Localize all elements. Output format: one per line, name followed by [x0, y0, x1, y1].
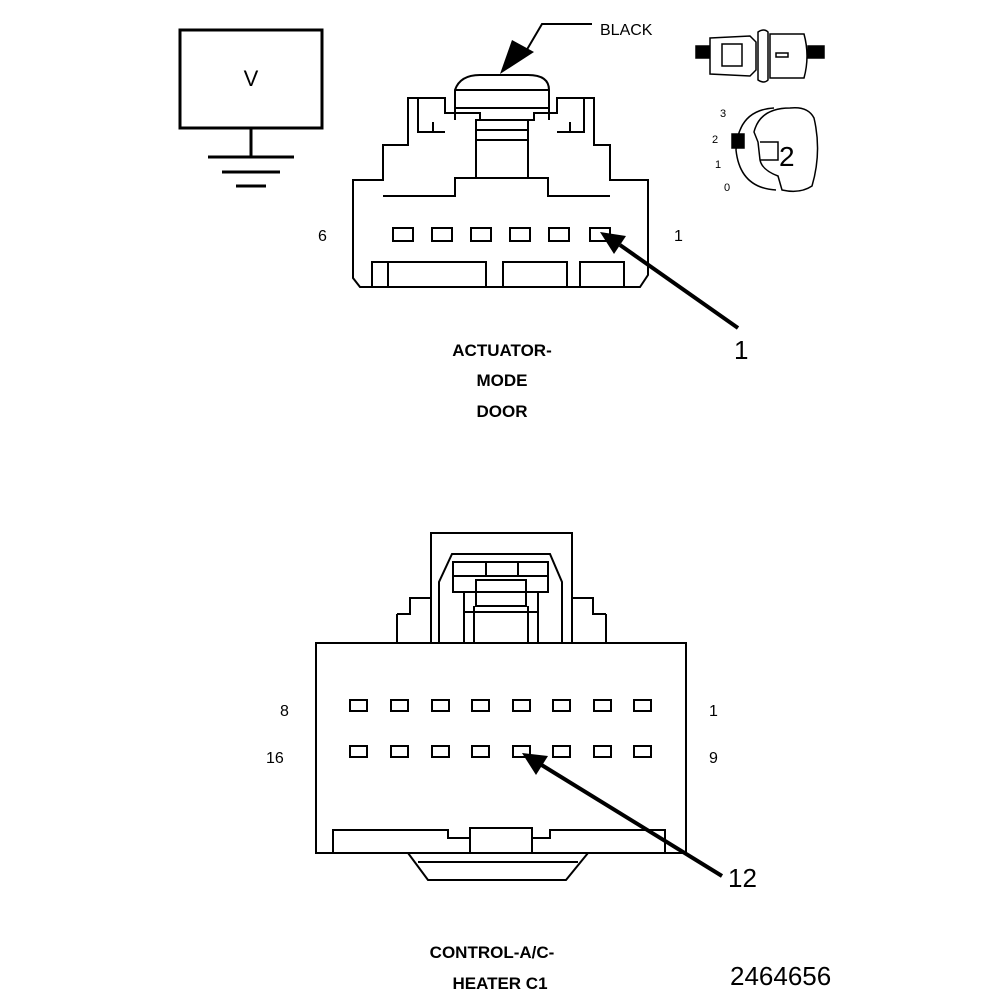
- switch-position-0: 0: [724, 182, 730, 194]
- color-leader-line: [521, 23, 592, 59]
- bottom-cavity-4: [512, 699, 531, 712]
- bottom-cavity-1: [633, 699, 652, 712]
- rotary-switch-icon: [731, 106, 819, 193]
- voltmeter-symbol: [178, 28, 324, 188]
- latch-dome: [454, 74, 550, 120]
- terminal-right-tip: [807, 45, 825, 59]
- top-pin-left-number: 6: [318, 228, 327, 245]
- bottom-cavity-5: [471, 699, 490, 712]
- switch-knob: [753, 106, 819, 193]
- top-bottom-key-left: [371, 261, 388, 287]
- switch-position-3: 3: [720, 108, 726, 120]
- top-bottom-slot-1: [387, 261, 487, 288]
- latch-tab: [475, 579, 527, 607]
- terminal-left-window: [721, 43, 743, 67]
- terminal-seal: [757, 29, 769, 83]
- bottom-row1-right-number: 1: [709, 703, 718, 720]
- top-right-ear: [557, 98, 585, 133]
- bottom-key-center: [469, 827, 533, 854]
- top-cavity-6: [392, 227, 414, 242]
- bottom-callout-number: 12: [728, 863, 757, 893]
- latch-grip: [452, 561, 549, 593]
- bottom-row1-left-number: 8: [280, 703, 289, 720]
- bottom-connector-name-line-1: CONTROL-A/C-: [430, 943, 555, 962]
- bottom-skirt: [407, 852, 589, 881]
- top-connector-name-line-3: DOOR: [477, 402, 528, 421]
- top-pin-right-number: 1: [674, 228, 683, 245]
- latch-stem: [475, 119, 529, 179]
- color-leader-arrowhead: [500, 40, 534, 74]
- bottom-callout-arrowhead: [522, 753, 548, 775]
- terminal-right-slot: [775, 52, 789, 58]
- switch-knob-slot: [760, 141, 779, 161]
- bottom-cavity-3: [552, 699, 571, 712]
- bottom-cavity-7: [390, 699, 409, 712]
- switch-position-2: 2: [712, 134, 718, 146]
- bottom-cavity-6: [431, 699, 450, 712]
- top-bottom-slot-3: [579, 261, 625, 288]
- bottom-callout-arrow: [522, 753, 724, 878]
- bottom-cavity-16: [349, 745, 368, 758]
- switch-position-1: 1: [715, 159, 721, 171]
- tower-left-ear: [397, 597, 431, 615]
- bottom-connector-name-line-2: HEATER C1: [452, 974, 547, 993]
- bottom-key-left: [332, 829, 470, 853]
- top-connector-name-line-1: ACTUATOR-: [452, 341, 551, 360]
- bottom-row2-left-number: 16: [266, 750, 284, 767]
- bottom-cavity-8: [349, 699, 368, 712]
- top-connector-ledge: [383, 177, 610, 197]
- bottom-cavity-15: [390, 745, 409, 758]
- top-callout-arrow: [600, 232, 740, 330]
- bottom-key-right: [532, 829, 666, 853]
- connector-color-label: BLACK: [600, 22, 653, 39]
- top-left-ear: [417, 98, 445, 133]
- switch-selected-number: 2: [779, 141, 795, 172]
- top-callout-line: [618, 243, 740, 330]
- bottom-cavity-2: [593, 699, 612, 712]
- bottom-cavity-9: [633, 745, 652, 758]
- terminal-icon: [695, 29, 825, 83]
- top-connector: [352, 74, 649, 288]
- top-callout-arrowhead: [600, 232, 626, 254]
- top-cavity-3: [509, 227, 531, 242]
- bottom-cavity-14: [431, 745, 450, 758]
- bottom-row2-right-number: 9: [709, 750, 718, 767]
- bottom-cavity-12: [512, 745, 531, 758]
- top-connector-housing: [352, 97, 649, 288]
- tower-right-ear: [572, 597, 606, 615]
- bottom-cavity-11: [552, 745, 571, 758]
- figure-id: 2464656: [730, 961, 831, 991]
- top-cavity-5: [431, 227, 453, 242]
- switch-position-marker: [731, 133, 745, 149]
- bottom-cavity-10: [593, 745, 612, 758]
- latch-inner-frame: [438, 553, 563, 643]
- top-connector-name-line-2: MODE: [477, 371, 528, 390]
- top-cavity-2: [548, 227, 570, 242]
- color-leader: [500, 23, 592, 74]
- bottom-cavity-13: [471, 745, 490, 758]
- voltmeter-label: V: [244, 66, 259, 91]
- bottom-callout-line: [538, 762, 724, 878]
- top-cavity-4: [470, 227, 492, 242]
- bottom-connector: [315, 532, 687, 881]
- top-callout-number: 1: [734, 335, 748, 365]
- top-bottom-slot-2: [502, 261, 568, 288]
- latch-tower: [430, 532, 573, 643]
